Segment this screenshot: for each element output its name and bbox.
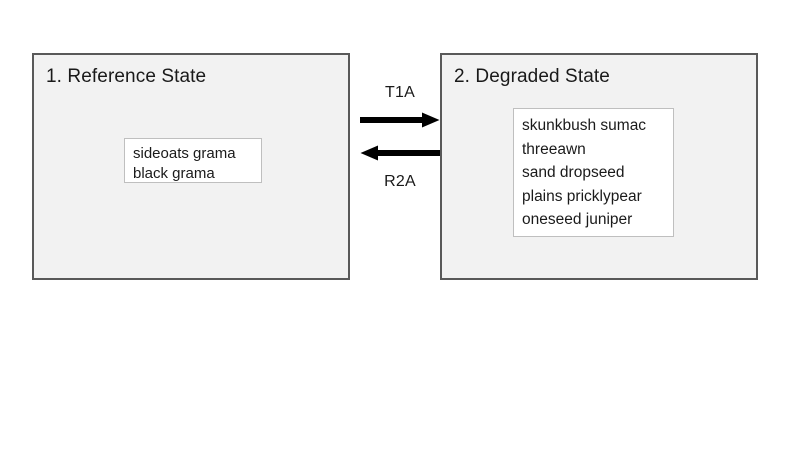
state-box-reference-state[interactable]: 1. Reference State sideoats grama black …: [32, 53, 350, 280]
transition-label-r2a: R2A: [384, 173, 416, 190]
arrow-right-icon[interactable]: [360, 112, 440, 133]
species-item: oneseed juniper: [522, 211, 633, 228]
state-title-degraded-state: 2. Degraded State: [454, 66, 610, 87]
state-box-degraded-state[interactable]: 2. Degraded State skunkbush sumac threea…: [440, 53, 758, 280]
species-item: black grama: [133, 165, 215, 182]
species-list-degraded-state: skunkbush sumac threeawn sand dropseed p…: [513, 108, 674, 237]
species-item: sideoats grama: [133, 145, 236, 162]
species-item: skunkbush sumac: [522, 117, 647, 134]
state-title-reference-state: 1. Reference State: [46, 66, 207, 87]
species-item: plains pricklypear: [522, 187, 642, 205]
species-list-reference-state: sideoats grama black grama: [124, 138, 262, 183]
species-item: threeawn: [522, 140, 586, 158]
transition-label-t1a: T1A: [385, 84, 415, 101]
arrow-left-icon[interactable]: [360, 145, 440, 166]
species-item: sand dropseed: [522, 164, 625, 181]
transition-group: T1A R2A: [355, 84, 445, 204]
